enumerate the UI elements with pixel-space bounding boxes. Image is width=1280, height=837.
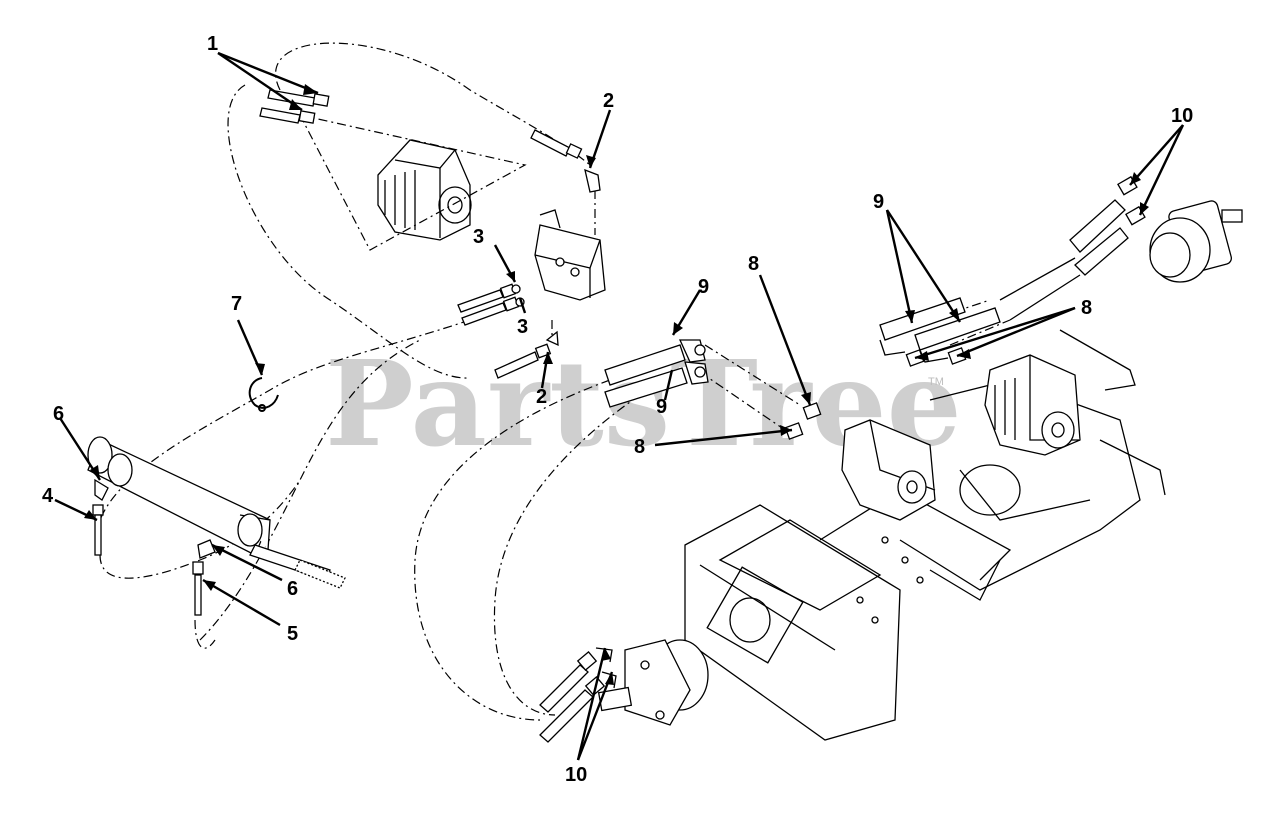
- callout-2: 2: [603, 90, 614, 112]
- callout-9: 9: [656, 396, 667, 418]
- hydraulic-pump-right: [984, 354, 1081, 456]
- callout-6: 6: [53, 403, 64, 425]
- wheel-motor-top-right: [1149, 200, 1243, 283]
- control-valve: [534, 209, 606, 301]
- callout-8: 8: [748, 253, 759, 275]
- callout-8: 8: [634, 436, 645, 458]
- hose-set-9-middle: [604, 339, 709, 408]
- hose-set-9-top-right: [879, 175, 1146, 363]
- watermark-tm: TM: [928, 376, 944, 388]
- callout-8: 8: [1081, 297, 1092, 319]
- callout-7: 7: [231, 293, 242, 315]
- hose-set-1: [259, 89, 601, 379]
- callout-3: 3: [517, 316, 528, 338]
- callout-1: 1: [207, 33, 218, 55]
- hydraulic-cylinder: [87, 436, 346, 616]
- hose-routing-dashed-lines: [99, 42, 1011, 721]
- callout-10: 10: [565, 764, 587, 786]
- wheel-motor-bottom: [597, 639, 709, 726]
- callout-3: 3: [473, 226, 484, 248]
- callout-5: 5: [287, 623, 298, 645]
- callout-9: 9: [698, 276, 709, 298]
- callout-10: 10: [1171, 105, 1193, 127]
- callout-4: 4: [42, 485, 54, 507]
- callout-labels: 1 2 2 3 3 4 5 6 6 7 8 8 8 9 9 9 10 10: [42, 33, 1193, 786]
- hydraulic-pump-top: [377, 139, 472, 241]
- leader-arrowheads: [84, 84, 1149, 685]
- hydraulic-pump-middle: [841, 419, 936, 521]
- callout-6: 6: [287, 578, 298, 600]
- callout-9: 9: [873, 191, 884, 213]
- callout-2: 2: [536, 386, 547, 408]
- snap-ring: [248, 377, 279, 412]
